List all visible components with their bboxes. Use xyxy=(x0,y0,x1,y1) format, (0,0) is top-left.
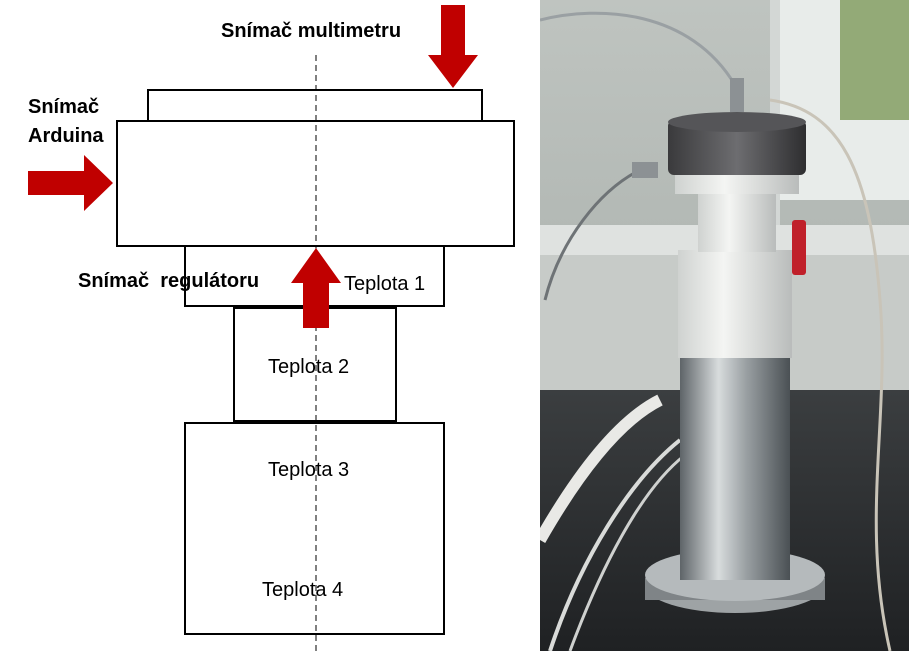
regulator-arrow xyxy=(291,248,341,328)
sensor-diagram: Snímač multimetru Snímač Arduina Snímač … xyxy=(28,5,515,651)
wire-left xyxy=(543,168,641,301)
arduino-sensor-label-line2: Arduina xyxy=(28,125,104,147)
wire-top xyxy=(540,11,737,86)
wire-right xyxy=(769,98,892,651)
multimeter-sensor-label: Snímač multimetru xyxy=(221,20,401,42)
temperature-label-3: Teplota 3 xyxy=(268,459,349,481)
top-cap xyxy=(668,120,806,175)
red-connector xyxy=(792,220,806,275)
foliage xyxy=(840,0,909,120)
multimeter-arrow xyxy=(428,5,478,88)
cable-left xyxy=(540,394,663,543)
top-plate xyxy=(147,89,483,122)
regulator-sensor-label: Snímač regulátoru xyxy=(78,270,259,292)
cable-thin-1 xyxy=(548,438,682,651)
white-upper-segment xyxy=(698,190,776,252)
cable-thin-2 xyxy=(568,453,686,651)
white-lower-segment xyxy=(678,250,792,358)
arduino-sensor-label-line1: Snímač xyxy=(28,96,99,118)
apparatus-photo xyxy=(540,0,909,651)
arduino-arrow xyxy=(28,155,113,211)
top-cap-face xyxy=(668,112,806,132)
sensor-fitting-top xyxy=(730,78,744,112)
temperature-label-2: Teplota 2 xyxy=(268,356,349,378)
temperature-label-1: Teplota 1 xyxy=(344,273,425,295)
sensor-fitting-side xyxy=(632,162,658,178)
white-collar xyxy=(675,172,799,194)
steel-column xyxy=(680,355,790,580)
block-teplota-3-4 xyxy=(184,422,445,635)
temperature-label-4: Teplota 4 xyxy=(262,579,343,601)
